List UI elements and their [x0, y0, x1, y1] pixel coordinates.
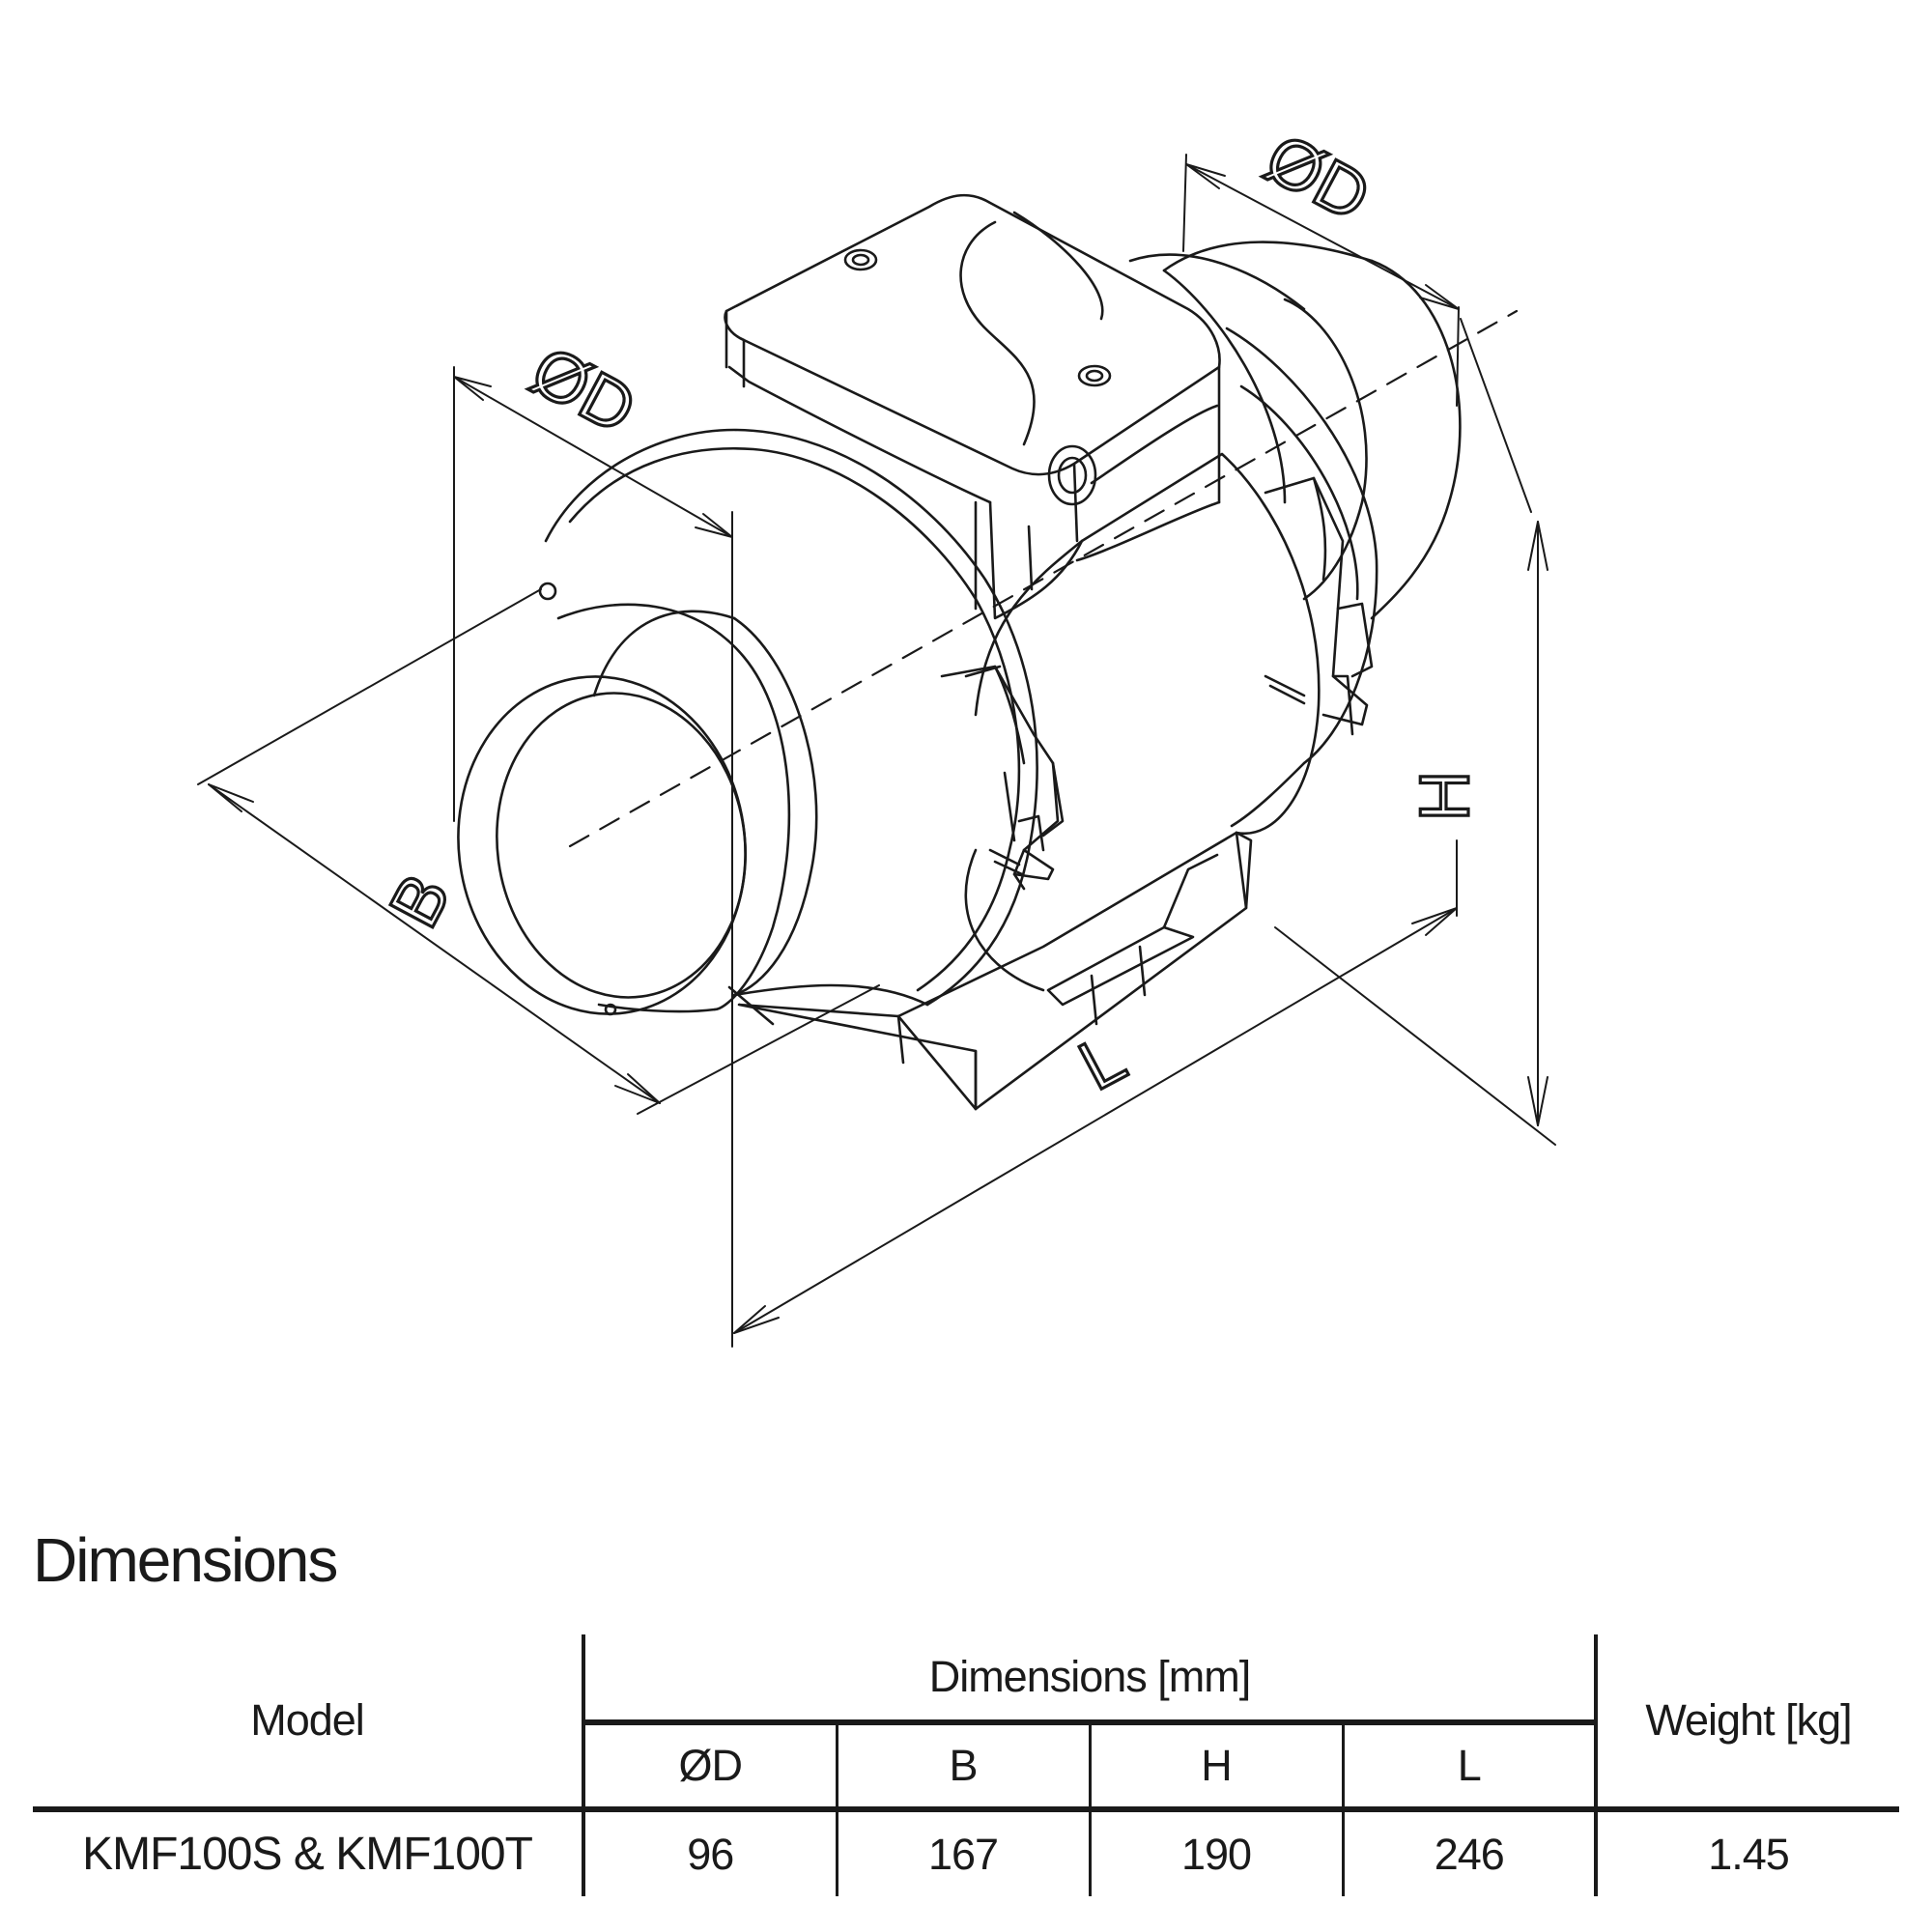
table-row: KMF100S & KMF100T 96 167 190 246 1.45 [33, 1806, 1899, 1896]
rear-clamp-ring [1225, 327, 1378, 828]
label-h: H [1406, 771, 1484, 821]
dimension-b [197, 588, 880, 1115]
weight-cell: 1.45 [1594, 1806, 1899, 1896]
dimension-od-left [453, 366, 733, 1348]
label-b: B [375, 863, 465, 940]
model-header: Model [33, 1634, 585, 1809]
b-cell: 167 [837, 1806, 1092, 1896]
label-od-top: ØD [1253, 119, 1381, 236]
label-od-left: ØD [519, 331, 647, 448]
dimension-od-top [1182, 154, 1460, 407]
front-spigot [457, 582, 929, 1026]
section-title: Dimensions [33, 1525, 338, 1595]
weight-header: Weight [kg] [1594, 1634, 1899, 1809]
column-header-b: B [837, 1722, 1092, 1809]
motor-body [964, 452, 1321, 992]
screw-hole-right [1077, 364, 1112, 387]
junction-box [724, 193, 1221, 620]
rear-spigot [1128, 241, 1462, 620]
dimension-l [733, 839, 1458, 1334]
column-header-od: ØD [583, 1722, 838, 1809]
label-l: L [1067, 1019, 1138, 1105]
model-cell: KMF100S & KMF100T [33, 1806, 585, 1896]
od-cell: 96 [583, 1806, 838, 1896]
front-clamp-ring [544, 428, 1065, 1007]
dimensions-header: Dimensions [mm] [583, 1634, 1596, 1725]
h-cell: 190 [1090, 1806, 1345, 1896]
dimension-h [1274, 318, 1556, 1146]
column-header-h: H [1090, 1722, 1345, 1809]
center-axis [568, 309, 1519, 848]
column-header-l: L [1457, 1741, 1482, 1790]
dimensions-table: Model Dimensions [mm] Weight [kg] ØD B H… [33, 1634, 1899, 1896]
l-cell: 246 [1343, 1806, 1596, 1896]
mounting-base [737, 831, 1253, 1111]
cable-gland [1047, 444, 1097, 506]
screw-hole-top [843, 248, 878, 271]
fan-dimension-drawing: ØD ØD B H L [197, 118, 1556, 1348]
